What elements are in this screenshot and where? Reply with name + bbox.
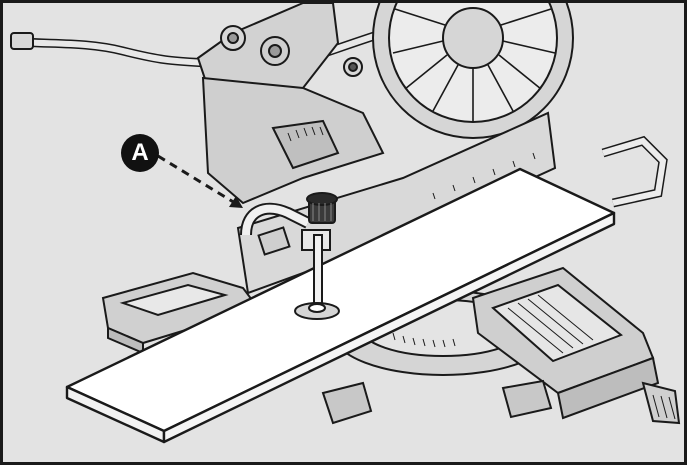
hold-down-clamp	[240, 192, 340, 320]
right-extension-wing	[471, 135, 681, 425]
saw-head	[196, 3, 363, 100]
callout-a-badge: A	[121, 134, 159, 172]
blade-guard	[372, 3, 574, 139]
power-cord	[10, 32, 209, 68]
callout-leader	[157, 154, 243, 208]
saw-arm	[201, 76, 385, 205]
miter-saw-illustration	[10, 3, 681, 444]
base-feet	[321, 379, 553, 425]
workpiece-board	[65, 167, 616, 444]
